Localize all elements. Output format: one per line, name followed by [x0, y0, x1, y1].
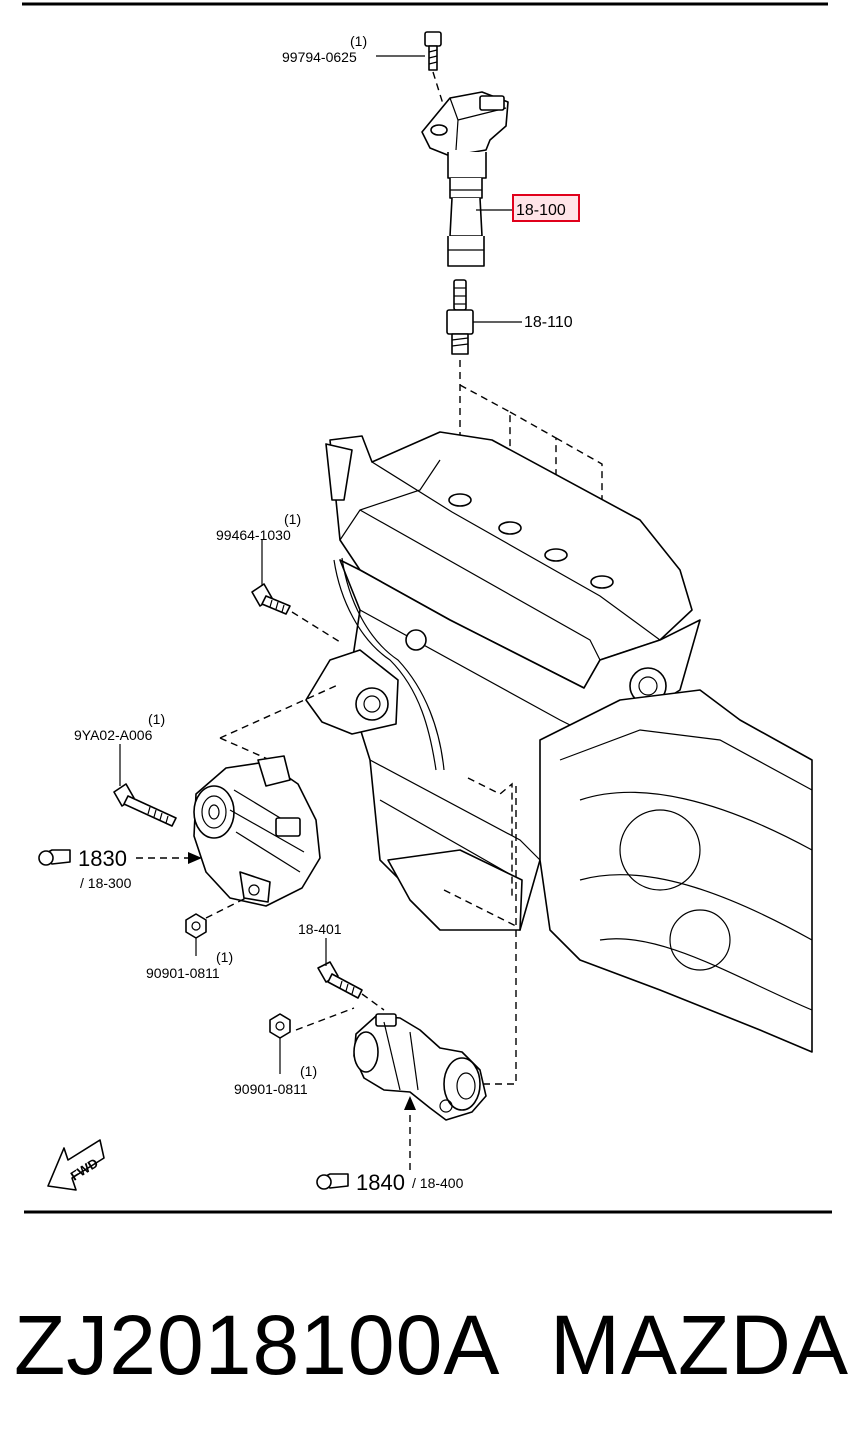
label-starter-bolt: 18-401 — [298, 921, 342, 937]
fwd-arrow-icon — [47, 1139, 105, 1191]
label-bolt-top: 99794-0625 — [282, 49, 357, 65]
highlight-box — [512, 194, 580, 222]
label-bolt-mid: 99464-1030 — [216, 527, 291, 543]
footer: ZJ2018100A MAZDA — [0, 1290, 864, 1400]
label-starter-ref-sub: / 18-400 — [412, 1175, 464, 1191]
qty-alt-bolt: (1) — [148, 711, 165, 727]
label-alt-bolt: 9YA02-A006 — [74, 727, 153, 743]
label-coil[interactable]: 18-100 — [516, 202, 566, 219]
hand-pointer-icon-2 — [316, 1173, 349, 1190]
label-starter-nut: 90901-0811 — [234, 1081, 308, 1097]
ignition-coil-drawing — [421, 91, 509, 267]
starter-drawing — [353, 1013, 487, 1121]
hand-pointer-icon — [38, 849, 71, 866]
engine-drawing — [305, 431, 813, 1053]
alternator-drawing — [193, 755, 321, 907]
alternator-bolt-drawing — [113, 783, 177, 827]
label-alt-nut: 90901-0811 — [146, 965, 220, 981]
part-number: ZJ2018100A — [14, 1298, 501, 1392]
label-alt-ref-num[interactable]: 1830 — [78, 846, 127, 871]
alternator-nut-drawing — [185, 913, 207, 939]
brand-name: MAZDA — [550, 1298, 849, 1392]
spark-plug-drawing — [446, 279, 474, 355]
qty-bolt-top: (1) — [350, 33, 367, 49]
starter-bolt-drawing — [317, 961, 363, 999]
qty-starter-nut: (1) — [300, 1063, 317, 1079]
qty-bolt-mid: (1) — [284, 511, 301, 527]
label-alt-ref-sub: / 18-300 — [80, 875, 132, 891]
label-plug[interactable]: 18-110 — [524, 314, 573, 331]
label-starter-ref-num[interactable]: 1840 — [356, 1170, 405, 1195]
bolt-mid-drawing — [251, 583, 291, 615]
starter-nut-drawing — [269, 1013, 291, 1039]
qty-alt-nut: (1) — [216, 949, 233, 965]
